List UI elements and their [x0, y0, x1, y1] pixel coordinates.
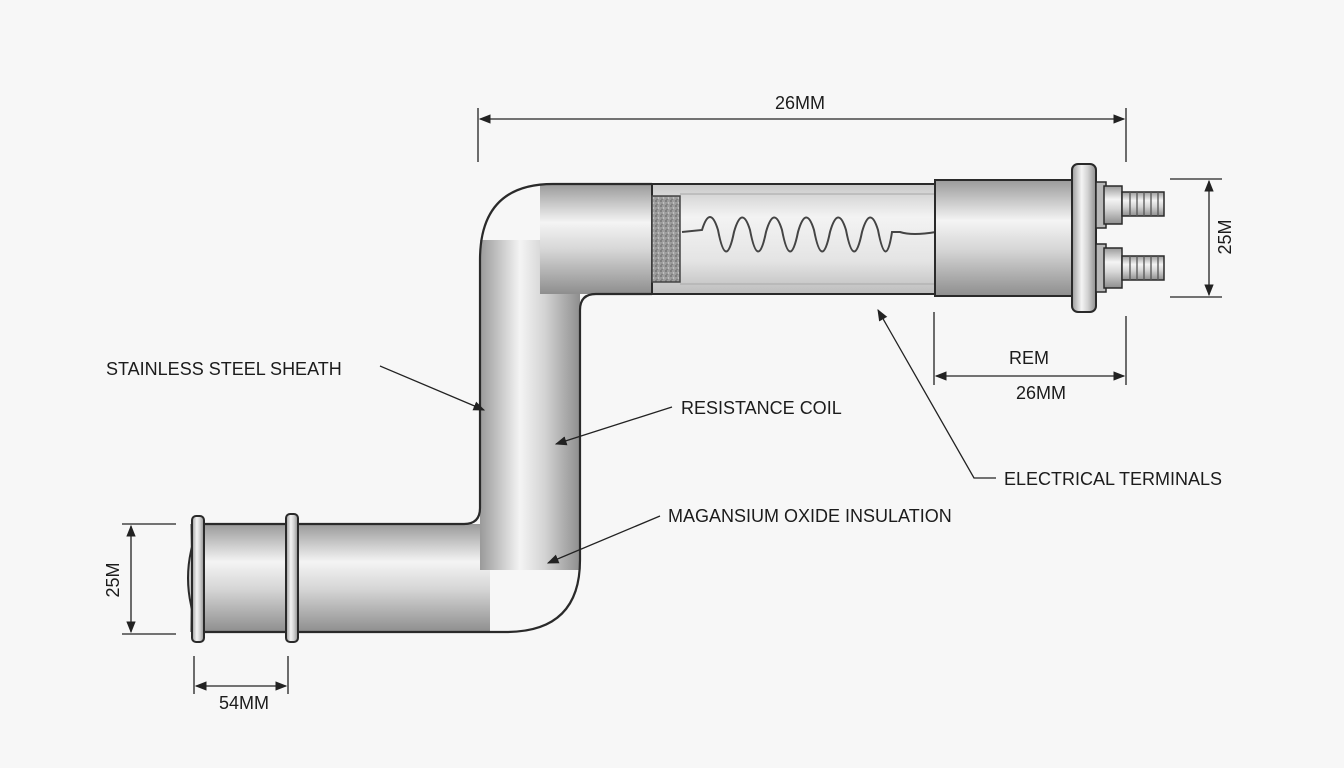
top-tube-segment	[540, 184, 652, 294]
dim-terminal-height-text: 25M	[1215, 219, 1235, 254]
dim-terminal-height: 25M	[1170, 178, 1235, 298]
left-ring-inner	[285, 513, 299, 643]
dim-left-diameter: 25M	[103, 523, 176, 635]
callout-stainless-steel-sheath: STAINLESS STEEL SHEATH	[106, 359, 486, 411]
terminal-bolt-lower	[1095, 243, 1165, 293]
mgo-insulation-plug	[651, 195, 681, 283]
dim-top-length-text: 26MM	[775, 93, 825, 113]
terminal-bolt-upper	[1095, 181, 1165, 229]
callout-resistance-coil: RESISTANCE COIL	[554, 398, 842, 446]
dim-rem-length: REM 26MM	[933, 312, 1127, 403]
bottom-tube-segment	[190, 524, 490, 632]
callout-electrical-terminals: ELECTRICAL TERMINALS	[877, 308, 1222, 489]
label-resistance-coil: RESISTANCE COIL	[681, 398, 842, 418]
sheath-tube	[187, 182, 652, 634]
label-magnesium-oxide-insulation: MAGANSIUM OXIDE INSULATION	[668, 506, 952, 526]
resistance-coil	[681, 216, 937, 253]
terminal-head	[934, 163, 1165, 313]
terminal-housing	[934, 179, 1076, 297]
dim-top-length: 26MM	[477, 93, 1127, 162]
dim-bottom-length: 54MM	[193, 656, 289, 713]
dim-bottom-length-text: 54MM	[219, 693, 269, 713]
left-ring-outer	[191, 515, 205, 643]
callout-magnesium-oxide-insulation: MAGANSIUM OXIDE INSULATION	[546, 506, 952, 564]
label-electrical-terminals: ELECTRICAL TERMINALS	[1004, 469, 1222, 489]
dim-rem-length-text: 26MM	[1016, 383, 1066, 403]
cutaway-section	[651, 183, 938, 295]
vertical-tube-segment	[480, 240, 580, 570]
dim-rem-label: REM	[1009, 348, 1049, 368]
glass-sheath	[651, 183, 938, 295]
dim-left-diameter-text: 25M	[103, 562, 123, 597]
label-stainless-steel-sheath: STAINLESS STEEL SHEATH	[106, 359, 342, 379]
terminal-flange	[1071, 163, 1097, 313]
